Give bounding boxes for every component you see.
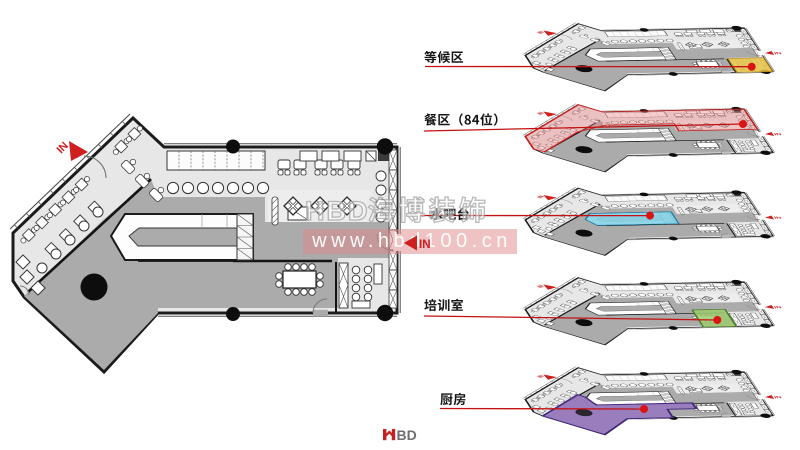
svg-text:HBD: HBD <box>305 196 370 226</box>
svg-text:IN: IN <box>419 239 431 251</box>
svg-text:BD: BD <box>397 427 417 443</box>
